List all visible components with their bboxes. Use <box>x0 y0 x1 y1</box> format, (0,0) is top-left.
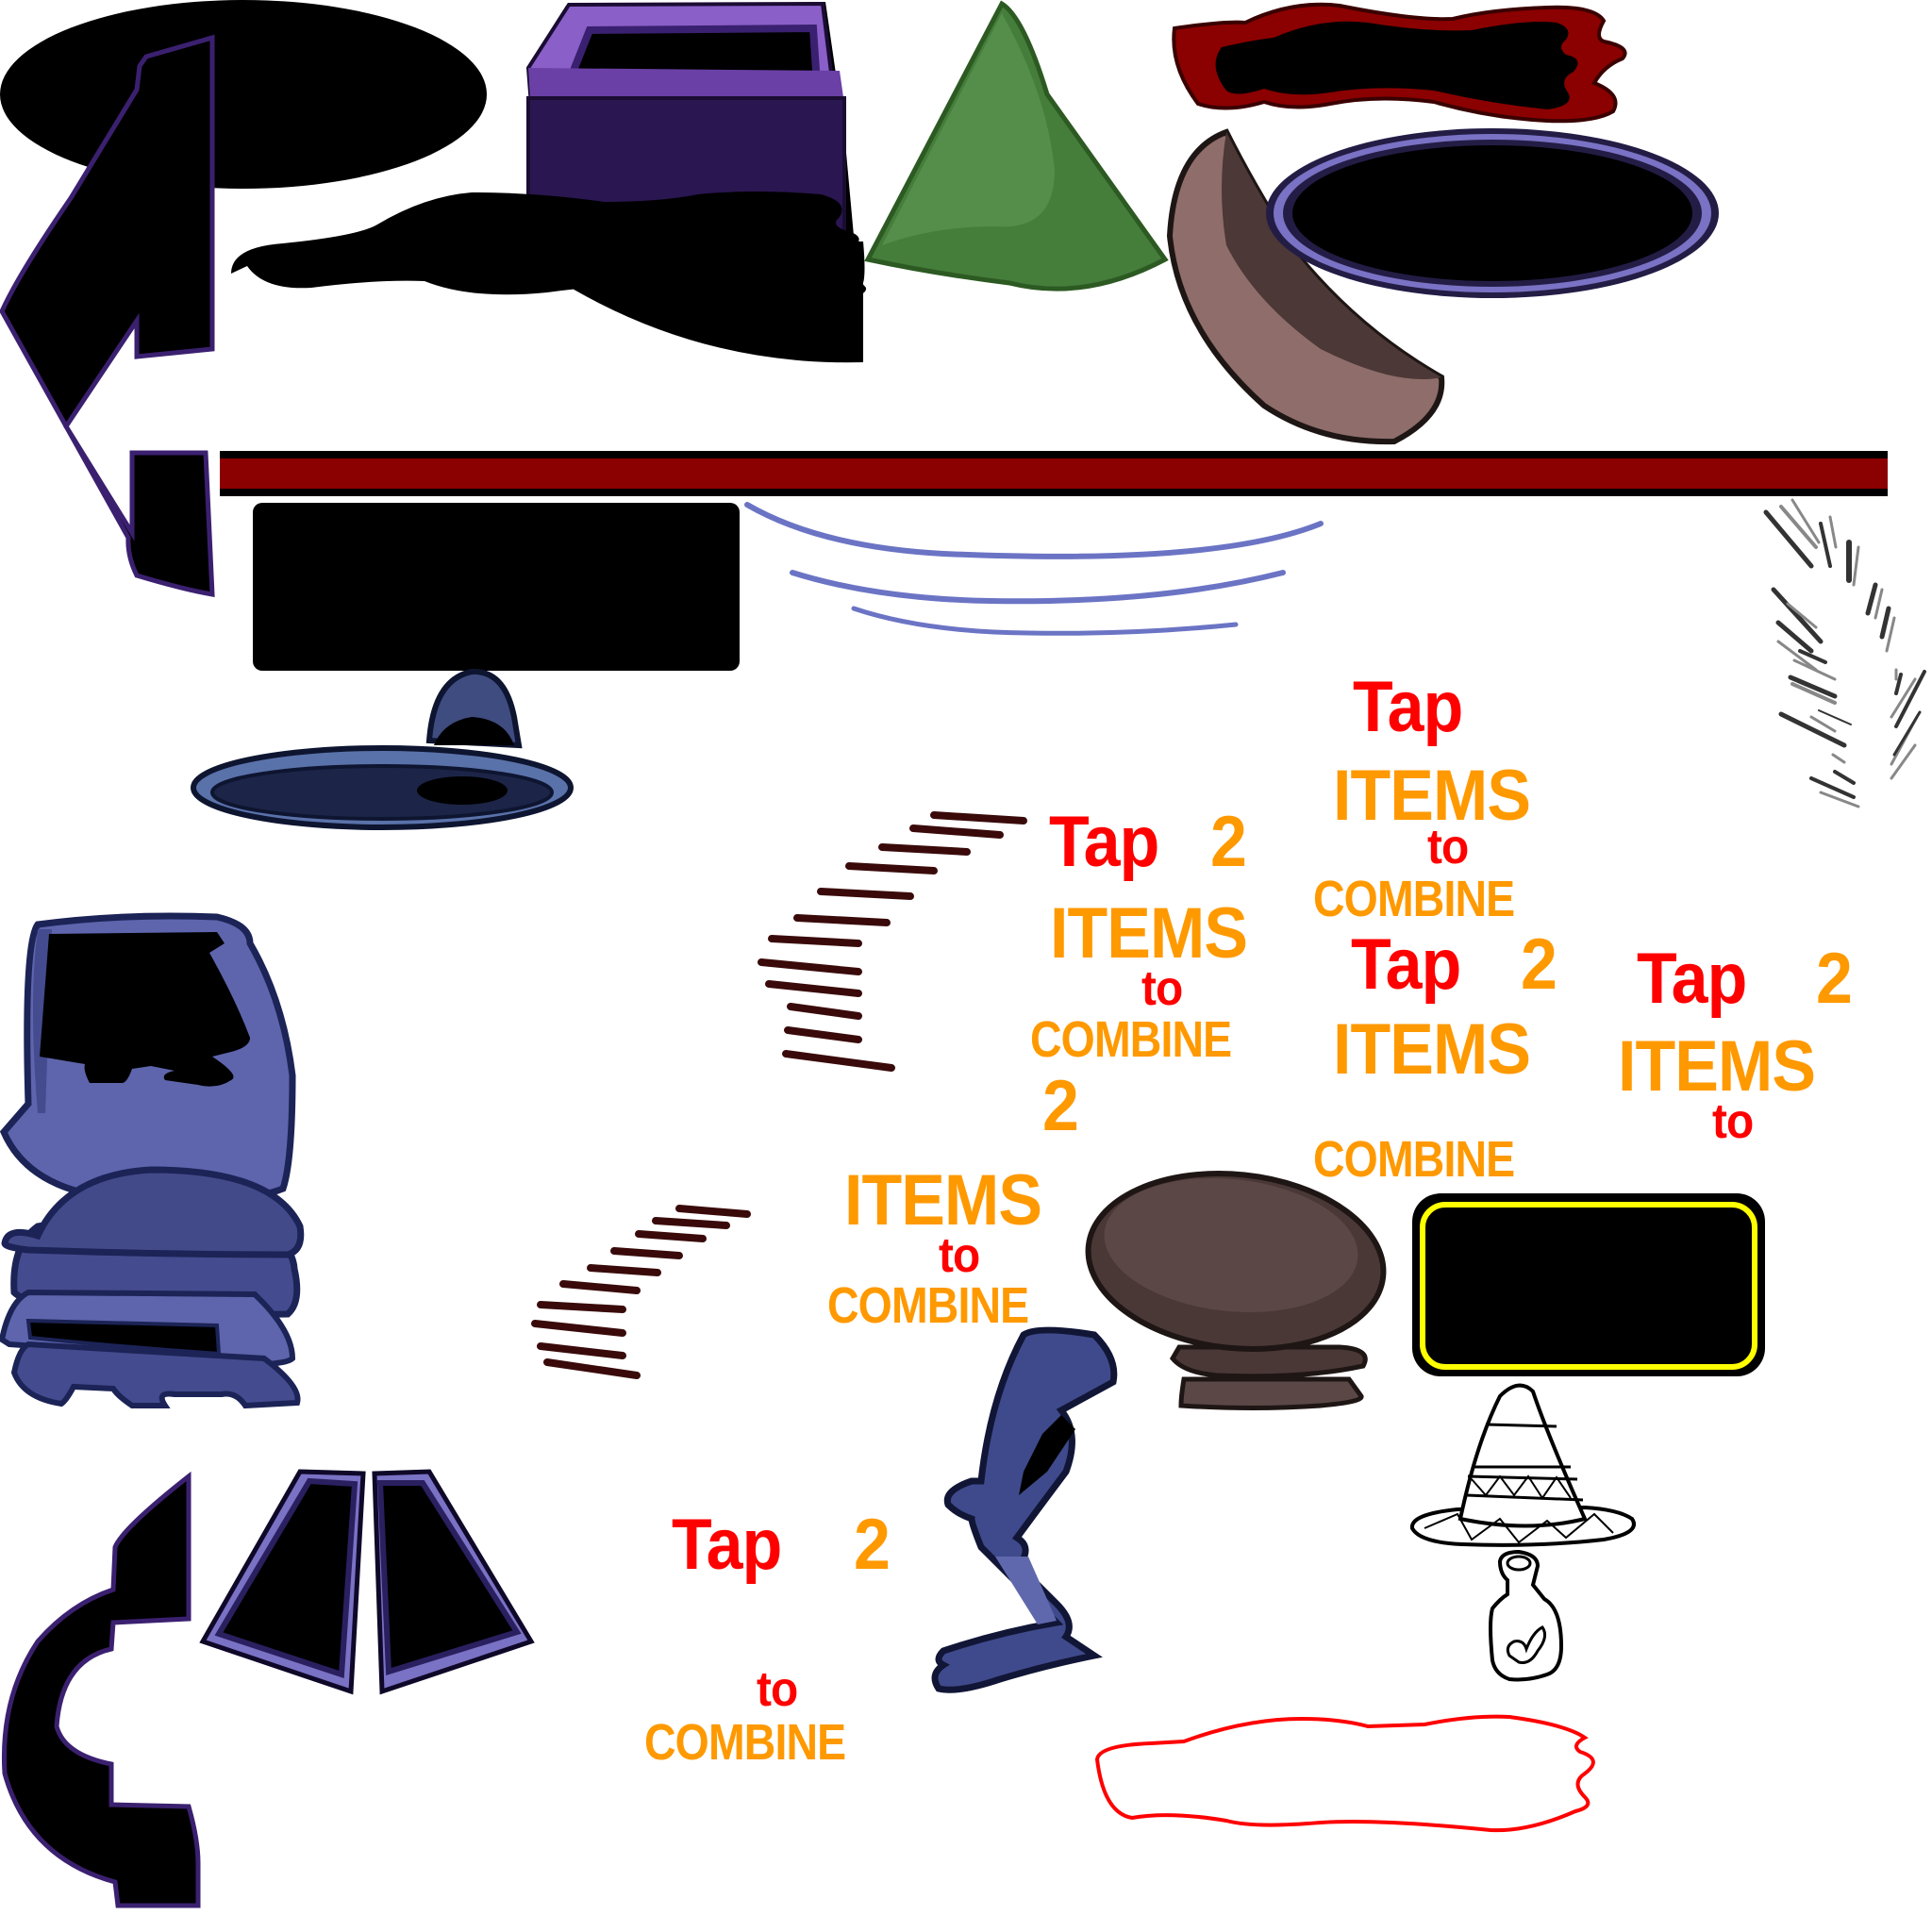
blue-helmet-top <box>0 912 296 1205</box>
blue-helmet-bottom <box>0 1166 305 1409</box>
purple-trapezoid-left <box>199 1469 366 1695</box>
sombrero-line-art <box>1410 1383 1636 1547</box>
tap-label: Tap <box>1049 802 1159 882</box>
purple-c-bracket-shape <box>1 1471 201 1908</box>
to-label: to <box>1427 820 1469 874</box>
items-label: ITEMS <box>1618 1026 1816 1107</box>
brown-beret-hat <box>1085 1171 1387 1410</box>
combine-label: COMBINE <box>644 1714 846 1771</box>
items-label: ITEMS <box>844 1160 1042 1241</box>
purple-left-bracket-shape <box>0 34 215 597</box>
blue-boot-leg <box>931 1326 1118 1693</box>
two-label: 2 <box>1816 939 1853 1019</box>
combine-label: COMBINE <box>1313 1131 1515 1188</box>
yellow-outlined-panel <box>1412 1193 1765 1376</box>
two-label: 2 <box>1210 802 1247 882</box>
combine-label: COMBINE <box>1030 1011 1232 1068</box>
purple-ring-oval <box>1266 128 1719 298</box>
red-outline-blob <box>1094 1714 1595 1833</box>
to-label: to <box>757 1662 798 1717</box>
bottle-with-worm-line-art <box>1489 1549 1564 1682</box>
tap-label: Tap <box>672 1505 782 1585</box>
tap-label: Tap <box>1637 939 1747 1019</box>
to-label: to <box>939 1228 980 1283</box>
black-oval-mask <box>0 0 487 189</box>
items-label: ITEMS <box>1333 1009 1531 1090</box>
brown-speed-lines <box>758 811 1027 1072</box>
brown-speed-lines <box>784 1003 862 1043</box>
red-wavy-outline-shape <box>1172 2 1627 124</box>
to-label: to <box>1141 961 1183 1016</box>
brown-speed-lines <box>531 1205 751 1379</box>
green-cone-hat <box>864 0 1169 291</box>
tap-label: Tap <box>1353 667 1463 747</box>
navy-sombrero-hat <box>191 668 574 830</box>
tap-label: Tap <box>1351 924 1461 1005</box>
purple-box-hat <box>492 1 865 363</box>
gray-feather-strokes <box>1763 498 1926 808</box>
combine-label: COMBINE <box>1313 871 1515 927</box>
two-label: 2 <box>1521 924 1557 1005</box>
items-label: ITEMS <box>1333 756 1531 836</box>
combine-label: COMBINE <box>827 1277 1029 1334</box>
blue-motion-streaks <box>744 502 1324 636</box>
black-rounded-panel <box>253 503 740 671</box>
two-label: 2 <box>1042 1066 1079 1146</box>
two-label: 2 <box>854 1505 891 1585</box>
black-cloud-blob <box>231 192 867 300</box>
purple-trapezoid-right <box>372 1469 535 1695</box>
items-label: ITEMS <box>1050 893 1248 974</box>
red-bar-divider <box>220 451 1888 496</box>
to-label: to <box>1712 1094 1754 1149</box>
